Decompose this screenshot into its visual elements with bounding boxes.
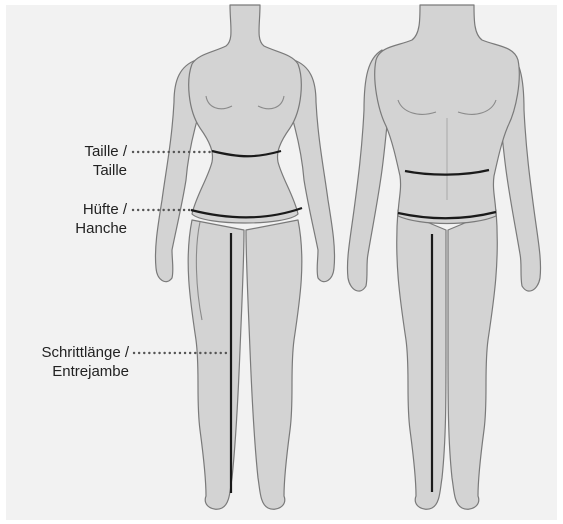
waist-label: Taille / Taille	[84, 142, 127, 180]
inseam-label: Schrittlänge / Entrejambe	[41, 343, 129, 381]
hip-label: Hüfte / Hanche	[75, 200, 127, 238]
inseam-label-line2: Entrejambe	[41, 362, 129, 381]
hip-label-line1: Hüfte /	[75, 200, 127, 219]
waist-label-line2: Taille	[84, 161, 127, 180]
waist-label-line1: Taille /	[84, 142, 127, 161]
inseam-label-line1: Schrittlänge /	[41, 343, 129, 362]
hip-label-line2: Hanche	[75, 219, 127, 238]
